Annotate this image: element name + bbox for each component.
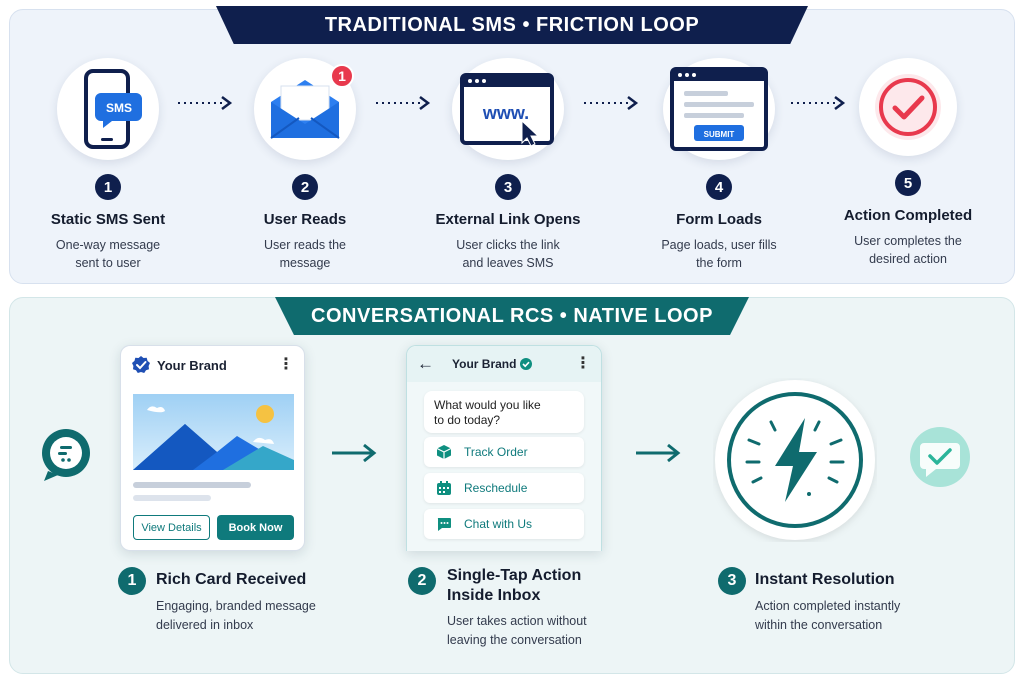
step-number: 2 (292, 174, 318, 200)
reschedule-chip[interactable]: Reschedule (424, 473, 584, 503)
step-number: 1 (95, 174, 121, 200)
step-number: 1 (118, 567, 146, 595)
step-title: Instant Resolution (755, 571, 895, 588)
rich-card: Your Brand ⋮ View Details Book Now (120, 345, 305, 551)
sms-banner-title: TRADITIONAL SMS • FRICTION LOOP (324, 13, 700, 36)
check-circle-icon (859, 58, 957, 156)
step-title: User Reads (263, 211, 347, 228)
step-title: Action Completed (843, 207, 973, 224)
step-number: 3 (718, 567, 746, 595)
step-title: External Link Opens (435, 211, 581, 228)
lightning-bolt-icon (715, 380, 875, 540)
step-number: 5 (895, 170, 921, 196)
chat-message-bubble: What would you like to do today? (424, 391, 584, 433)
chat-brand-name: Your Brand (452, 357, 517, 371)
envelope-icon: 1 (254, 58, 356, 160)
step-number: 3 (495, 174, 521, 200)
package-icon (436, 445, 452, 459)
web-form-icon: SUBMIT (663, 58, 775, 160)
sms-icon-label: SMS (106, 101, 132, 115)
brand-name: Your Brand (157, 357, 227, 373)
chat-header: ← Your Brand ⋮ (407, 346, 601, 382)
book-now-button[interactable]: Book Now (217, 515, 294, 540)
dotted-arrow-icon (584, 96, 639, 110)
browser-www-icon: www. (452, 58, 564, 160)
sms-step-3: www. 3 External Link Opens User clicks t… (418, 58, 598, 272)
step-number: 4 (706, 174, 732, 200)
track-order-chip[interactable]: Track Order (424, 437, 584, 467)
rcs-banner-title: CONVERSATIONAL RCS • NATIVE LOOP (311, 304, 713, 327)
www-label: www. (482, 103, 529, 123)
step-title: Form Loads (676, 211, 762, 228)
verified-badge-icon (132, 356, 150, 373)
calendar-icon (437, 481, 451, 495)
landscape-image (133, 394, 294, 470)
notification-badge: 1 (330, 64, 354, 88)
rcs-section-banner: CONVERSATIONAL RCS • NATIVE LOOP (275, 297, 749, 335)
dotted-arrow-icon (178, 96, 233, 110)
step-title: Static SMS Sent (50, 211, 166, 228)
arrow-right-icon (636, 443, 681, 463)
more-options-icon[interactable]: ⋮ (575, 355, 591, 372)
chat-check-icon (910, 427, 970, 487)
phone-sms-icon: SMS (57, 58, 159, 160)
chat-window: ← Your Brand ⋮ What would you like to do… (406, 345, 602, 551)
dotted-arrow-icon (376, 96, 431, 110)
text-placeholder-line (133, 495, 211, 501)
chat-icon (437, 518, 451, 531)
step-title: Rich Card Received (156, 571, 307, 588)
back-arrow-icon[interactable]: ← (417, 354, 434, 373)
dotted-arrow-icon (791, 96, 846, 110)
sms-section-banner: TRADITIONAL SMS • FRICTION LOOP (216, 6, 808, 44)
verified-check-icon (520, 358, 533, 370)
arrow-right-icon (332, 443, 377, 463)
chat-bubble-icon (42, 429, 90, 481)
view-details-button[interactable]: View Details (133, 515, 210, 540)
submit-label: SUBMIT (704, 130, 735, 139)
text-placeholder-line (133, 482, 251, 488)
sms-step-4: SUBMIT 4 Form Loads Page loads, user fil… (629, 58, 809, 272)
rich-card-header: Your Brand ⋮ (121, 346, 304, 384)
more-options-icon[interactable]: ⋮ (278, 356, 294, 373)
chat-with-us-chip[interactable]: Chat with Us (424, 509, 584, 539)
step-number: 2 (408, 567, 436, 595)
